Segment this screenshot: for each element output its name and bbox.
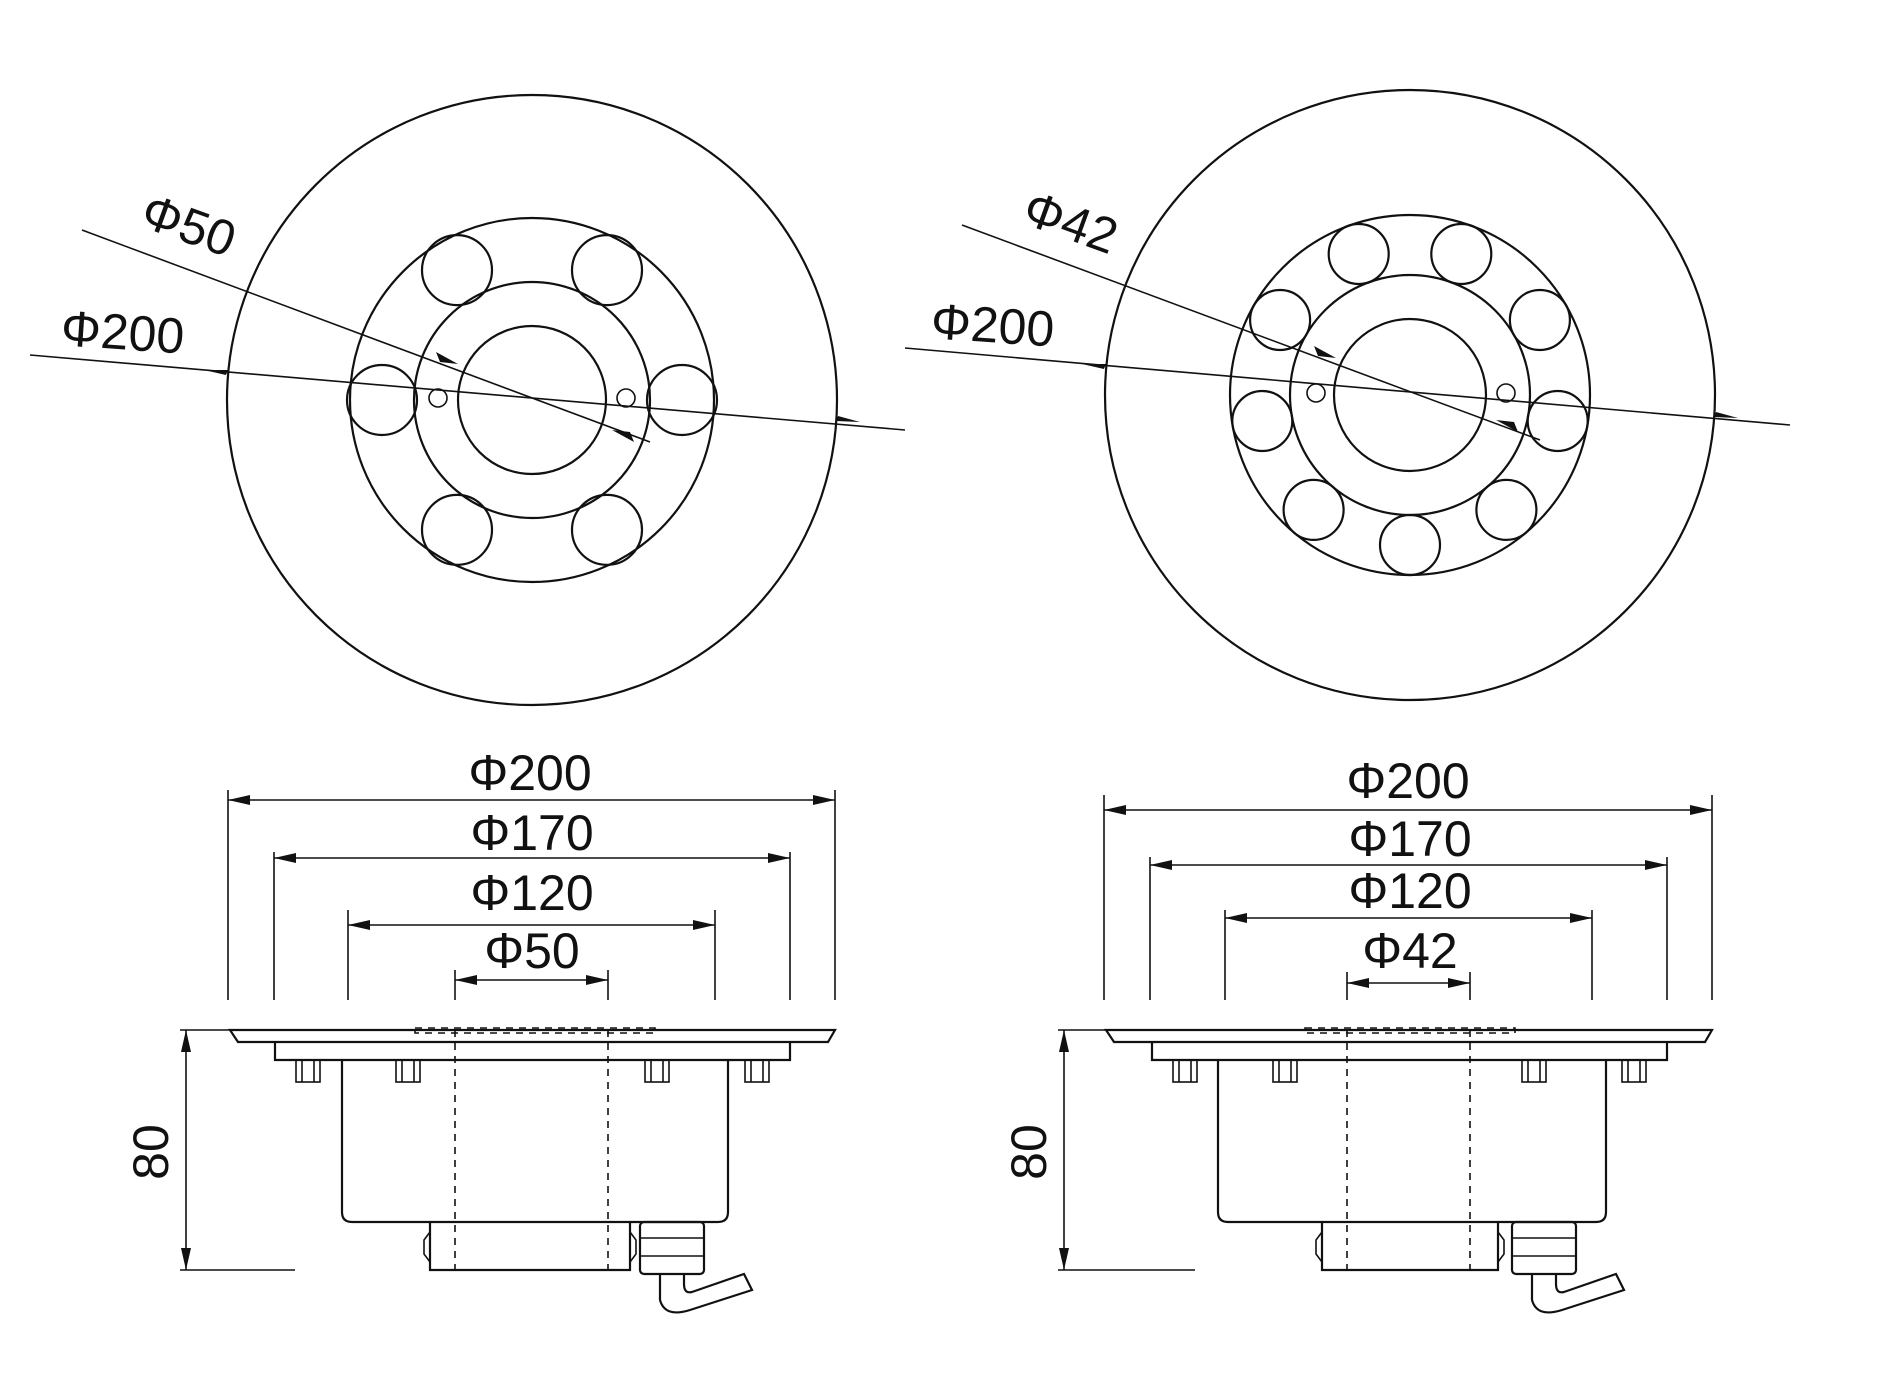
left-top-led-group	[345, 234, 719, 567]
left-side-view: Φ200 Φ170 Φ120 Φ50	[123, 745, 837, 1314]
led-lens-circle	[1508, 288, 1572, 352]
right-side-label-200: Φ200	[1346, 753, 1469, 809]
left-top-view: Φ50 Φ200	[29, 93, 906, 707]
right-side-arrow	[1104, 805, 1126, 815]
left-side-bolts	[295, 1059, 770, 1083]
right-top-screw-hole	[1496, 383, 1516, 403]
right-side-view: Φ200 Φ170 Φ120 Φ42	[1001, 753, 1714, 1314]
left-side-arrow	[586, 975, 608, 985]
led-lens-circle	[420, 493, 494, 567]
left-side-label-200: Φ200	[468, 745, 591, 801]
right-side-cable-gland	[1510, 1220, 1626, 1314]
led-lens-circle	[1231, 389, 1294, 453]
right-side-label-height: 80	[1001, 1124, 1057, 1180]
right-top-center-hole	[1332, 317, 1488, 473]
right-top-led-group	[1231, 222, 1589, 577]
led-lens-circle	[1248, 288, 1312, 352]
led-lens-circle	[1430, 222, 1493, 286]
left-top-center-hole	[456, 324, 608, 476]
right-top-outer-ring	[1103, 88, 1717, 702]
right-side-label-42: Φ42	[1362, 923, 1458, 979]
left-side-arrow	[813, 795, 835, 805]
left-top-arrow	[204, 370, 228, 375]
left-side-arrow	[181, 1030, 191, 1052]
right-top-led-ring-outer	[1228, 213, 1592, 577]
right-side-flange	[1103, 1028, 1714, 1044]
left-side-label-170: Φ170	[470, 805, 593, 861]
left-side-cable-gland	[638, 1220, 754, 1314]
right-side-arrow	[1347, 978, 1369, 988]
right-top-arrow	[1496, 420, 1518, 432]
left-side-socket-nub	[629, 1231, 637, 1263]
left-side-flange-lens	[414, 1027, 656, 1034]
right-top-view: Φ42 Φ200	[904, 88, 1791, 702]
right-side-arrow	[1225, 913, 1247, 923]
left-side-plate	[273, 1042, 792, 1062]
led-lens-circle	[1378, 513, 1442, 577]
left-side-arrow	[274, 853, 296, 863]
right-top-leader-outer	[904, 347, 1791, 426]
left-top-screw-hole	[616, 388, 636, 408]
left-top-leader-outer	[29, 354, 906, 431]
right-top-label-outer-diameter: Φ200	[929, 293, 1056, 357]
right-top-inner-ring	[1288, 273, 1532, 517]
left-top-outer-ring	[225, 93, 839, 707]
left-side-arrow	[181, 1248, 191, 1270]
right-top-arrow	[1714, 412, 1738, 418]
led-lens-circle	[1475, 478, 1538, 541]
right-side-bottom-socket	[1320, 1222, 1500, 1272]
right-side-arrow	[1059, 1248, 1069, 1270]
left-side-arrow	[768, 853, 790, 863]
right-side-arrow	[1690, 805, 1712, 815]
right-top-arrow	[1082, 364, 1106, 369]
led-lens-circle	[570, 234, 644, 307]
right-side-label-120: Φ120	[1348, 863, 1471, 919]
right-side-arrow	[1645, 860, 1667, 870]
led-lens-circle	[1327, 222, 1390, 286]
right-side-socket-nub	[1497, 1231, 1505, 1263]
right-side-flange-lens	[1304, 1027, 1516, 1034]
left-side-arrow	[455, 975, 477, 985]
left-side-label-height: 80	[123, 1124, 179, 1180]
right-top-leader-led	[961, 224, 1541, 441]
left-side-arrow	[348, 920, 370, 930]
left-top-label-outer-diameter: Φ200	[59, 300, 186, 364]
right-side-plate	[1150, 1042, 1669, 1062]
left-top-arrow	[612, 430, 634, 442]
left-side-arrow	[228, 795, 250, 805]
left-top-arrow	[836, 416, 860, 422]
left-top-arrow	[436, 352, 458, 364]
right-top-label-led-diameter: Φ42	[1016, 180, 1125, 265]
right-side-arrow	[1570, 913, 1592, 923]
left-side-socket-nub	[423, 1231, 431, 1263]
right-top-screw-hole	[1306, 383, 1326, 403]
left-top-inner-ring	[412, 280, 652, 520]
led-lens-circle	[645, 363, 719, 437]
right-top-arrow	[1314, 346, 1336, 358]
left-side-flange	[227, 1028, 837, 1044]
left-side-body	[340, 1060, 730, 1224]
led-lens-circle	[420, 234, 494, 307]
left-side-label-120: Φ120	[470, 865, 593, 921]
left-top-screw-hole	[428, 388, 448, 408]
left-side-bottom-socket	[428, 1222, 632, 1272]
led-lens-circle	[345, 363, 419, 437]
right-side-socket-nub	[1315, 1231, 1323, 1263]
left-side-arrow	[693, 920, 715, 930]
right-side-body	[1216, 1060, 1608, 1224]
right-side-arrow	[1059, 1030, 1069, 1052]
led-lens-circle	[1282, 478, 1345, 541]
right-side-label-170: Φ170	[1348, 811, 1471, 867]
right-side-bolts	[1172, 1059, 1647, 1083]
right-side-arrow	[1150, 860, 1172, 870]
led-lens-circle	[1526, 389, 1589, 453]
right-side-arrow	[1448, 978, 1470, 988]
left-side-label-50: Φ50	[484, 923, 580, 979]
left-top-led-ring-outer	[348, 216, 716, 584]
left-top-leader-led	[81, 229, 651, 443]
led-lens-circle	[570, 493, 644, 567]
